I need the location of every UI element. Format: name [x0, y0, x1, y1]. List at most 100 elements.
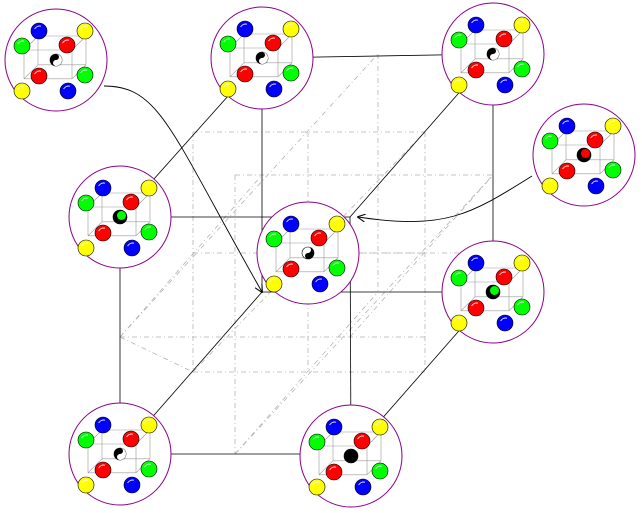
- ball-blue: [311, 275, 329, 293]
- ball-highlight: [81, 242, 89, 247]
- ball-blue: [123, 239, 141, 257]
- ball-green: [450, 31, 468, 49]
- ball-green: [328, 259, 346, 277]
- ball-green: [541, 132, 559, 150]
- ball-highlight: [314, 232, 322, 237]
- ball-yellow: [219, 80, 237, 98]
- ball-red: [264, 34, 282, 52]
- ball-blue: [236, 20, 254, 38]
- cells: [4, 2, 636, 508]
- ball-highlight: [358, 481, 366, 486]
- ball-yellow: [371, 418, 389, 436]
- yin-yang-dot: [118, 449, 122, 453]
- ball-red: [495, 30, 513, 48]
- ball-highlight: [144, 419, 152, 424]
- ball-highlight: [500, 317, 508, 322]
- center-ball-color: [490, 286, 499, 295]
- ball-yellow: [140, 416, 158, 434]
- ball-green: [265, 230, 283, 248]
- ball-highlight: [269, 233, 277, 238]
- ball-blue: [496, 314, 514, 332]
- ball-blue: [558, 117, 576, 135]
- ball-highlight: [332, 262, 340, 267]
- ball-blue: [94, 179, 112, 197]
- ball-highlight: [471, 19, 479, 24]
- ball-highlight: [329, 466, 337, 471]
- ball-highlight: [223, 83, 231, 88]
- ball-highlight: [590, 134, 598, 139]
- ball-blue: [123, 476, 141, 494]
- ball-highlight: [517, 257, 525, 262]
- cell-front-bottom-left: [68, 402, 172, 506]
- ball-green: [140, 223, 158, 241]
- yin-yang-dot: [491, 49, 495, 53]
- mini-cube-edge: [87, 221, 103, 237]
- mini-cube-edge: [229, 62, 245, 78]
- ball-highlight: [471, 64, 479, 69]
- yin-yang-dot: [306, 254, 310, 258]
- ball-highlight: [454, 317, 462, 322]
- ball-green: [77, 194, 95, 212]
- ball-yellow: [513, 254, 531, 272]
- ball-red: [325, 463, 343, 481]
- ball-highlight: [375, 465, 383, 470]
- ball-highlight: [268, 37, 276, 42]
- ball-red: [558, 162, 576, 180]
- ball-red: [58, 36, 76, 54]
- ball-yellow: [450, 314, 468, 332]
- ball-highlight: [127, 479, 135, 484]
- ball-highlight: [144, 182, 152, 187]
- ball-highlight: [375, 421, 383, 426]
- ball-highlight: [98, 419, 106, 424]
- mini-cube-edge: [551, 159, 567, 175]
- ball-highlight: [608, 164, 616, 169]
- lattice-line: [192, 131, 426, 373]
- ball-blue: [265, 80, 283, 98]
- ball-red: [310, 229, 328, 247]
- lattice-line: [119, 53, 379, 338]
- ball-highlight: [545, 135, 553, 140]
- ball-green: [371, 462, 389, 480]
- ball-yellow: [604, 117, 622, 135]
- cell-top-left-outside: [4, 8, 108, 112]
- ball-highlight: [499, 33, 507, 38]
- ball-highlight: [454, 34, 462, 39]
- ball-blue: [467, 254, 485, 272]
- ball-red: [236, 65, 254, 83]
- arrow-curve-left: [103, 85, 262, 292]
- ball-highlight: [80, 69, 88, 74]
- ball-blue: [94, 416, 112, 434]
- ball-yellow: [13, 82, 31, 100]
- ball-highlight: [517, 301, 525, 306]
- ball-highlight: [240, 68, 248, 73]
- center-ball-color: [581, 149, 590, 158]
- ball-red: [94, 461, 112, 479]
- ball-highlight: [127, 242, 135, 247]
- ball-yellow: [77, 239, 95, 257]
- yin-yang-dot: [306, 248, 310, 252]
- ball-highlight: [286, 67, 294, 72]
- ball-yellow: [140, 179, 158, 197]
- ball-blue: [354, 478, 372, 496]
- ball-highlight: [240, 23, 248, 28]
- ball-highlight: [454, 272, 462, 277]
- ball-highlight: [98, 227, 106, 232]
- ball-highlight: [62, 39, 70, 44]
- ball-highlight: [126, 196, 134, 201]
- ball-yellow: [77, 476, 95, 494]
- cell-back-top-left: [210, 6, 314, 110]
- ball-highlight: [63, 85, 71, 90]
- center-ball: [343, 448, 359, 464]
- ball-highlight: [286, 218, 294, 223]
- mini-cube-edge: [318, 460, 334, 476]
- ball-green: [140, 460, 158, 478]
- ball-yellow: [328, 215, 346, 233]
- ball-blue: [496, 76, 514, 94]
- mini-cube-edge: [87, 458, 103, 474]
- yin-yang-dot: [54, 55, 58, 59]
- ball-highlight: [81, 479, 89, 484]
- ball-yellow: [513, 16, 531, 34]
- mini-cube-edge: [460, 296, 476, 312]
